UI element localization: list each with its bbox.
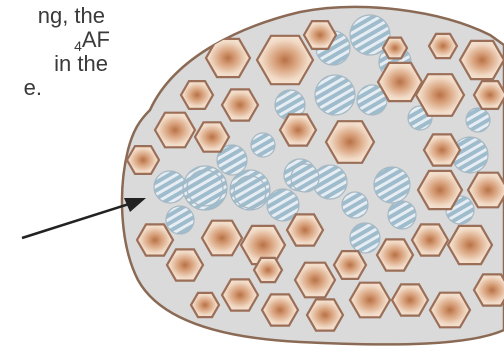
alite-crystal	[377, 239, 413, 270]
alite-crystal	[155, 113, 195, 148]
alite-crystal	[280, 114, 316, 145]
alite-crystal	[202, 221, 242, 256]
belite-crystal	[166, 206, 194, 234]
alite-crystal	[392, 284, 428, 315]
alite-crystal	[137, 224, 173, 255]
belite-crystal	[251, 133, 275, 157]
alite-crystal	[418, 171, 462, 209]
alite-crystal	[307, 299, 343, 330]
alite-crystal	[326, 121, 374, 163]
alite-crystal	[412, 224, 448, 255]
alite-crystal	[474, 81, 504, 109]
alite-crystal	[448, 226, 492, 264]
belite-crystal	[154, 171, 186, 203]
belite-crystal	[350, 223, 380, 253]
alite-crystal	[430, 293, 470, 328]
alite-crystal	[181, 81, 213, 109]
alite-crystal	[127, 146, 159, 174]
alite-crystal	[334, 251, 366, 279]
alite-crystal	[222, 89, 258, 120]
alite-crystal	[167, 249, 203, 280]
alite-crystal	[295, 263, 335, 298]
alite-crystal	[416, 74, 464, 116]
alite-crystal	[254, 258, 282, 282]
belite-crystal	[315, 75, 355, 115]
alite-crystal	[287, 214, 323, 245]
alite-crystal	[424, 134, 460, 165]
alite-crystal	[262, 294, 298, 325]
alite-crystal	[304, 21, 336, 49]
belite-crystal	[466, 108, 490, 132]
alite-crystal	[460, 41, 504, 79]
alite-crystal	[191, 293, 219, 317]
belite-crystal	[234, 176, 266, 208]
belite-crystal	[187, 170, 223, 206]
alite-crystal	[222, 279, 258, 310]
alite-crystal	[350, 283, 390, 318]
alite-crystal	[383, 38, 407, 59]
belite-crystal	[388, 201, 416, 229]
alite-crystal	[429, 34, 457, 58]
belite-crystal	[374, 167, 410, 203]
belite-crystal	[291, 164, 319, 192]
belite-crystal	[342, 192, 368, 218]
alite-crystal	[195, 122, 229, 151]
